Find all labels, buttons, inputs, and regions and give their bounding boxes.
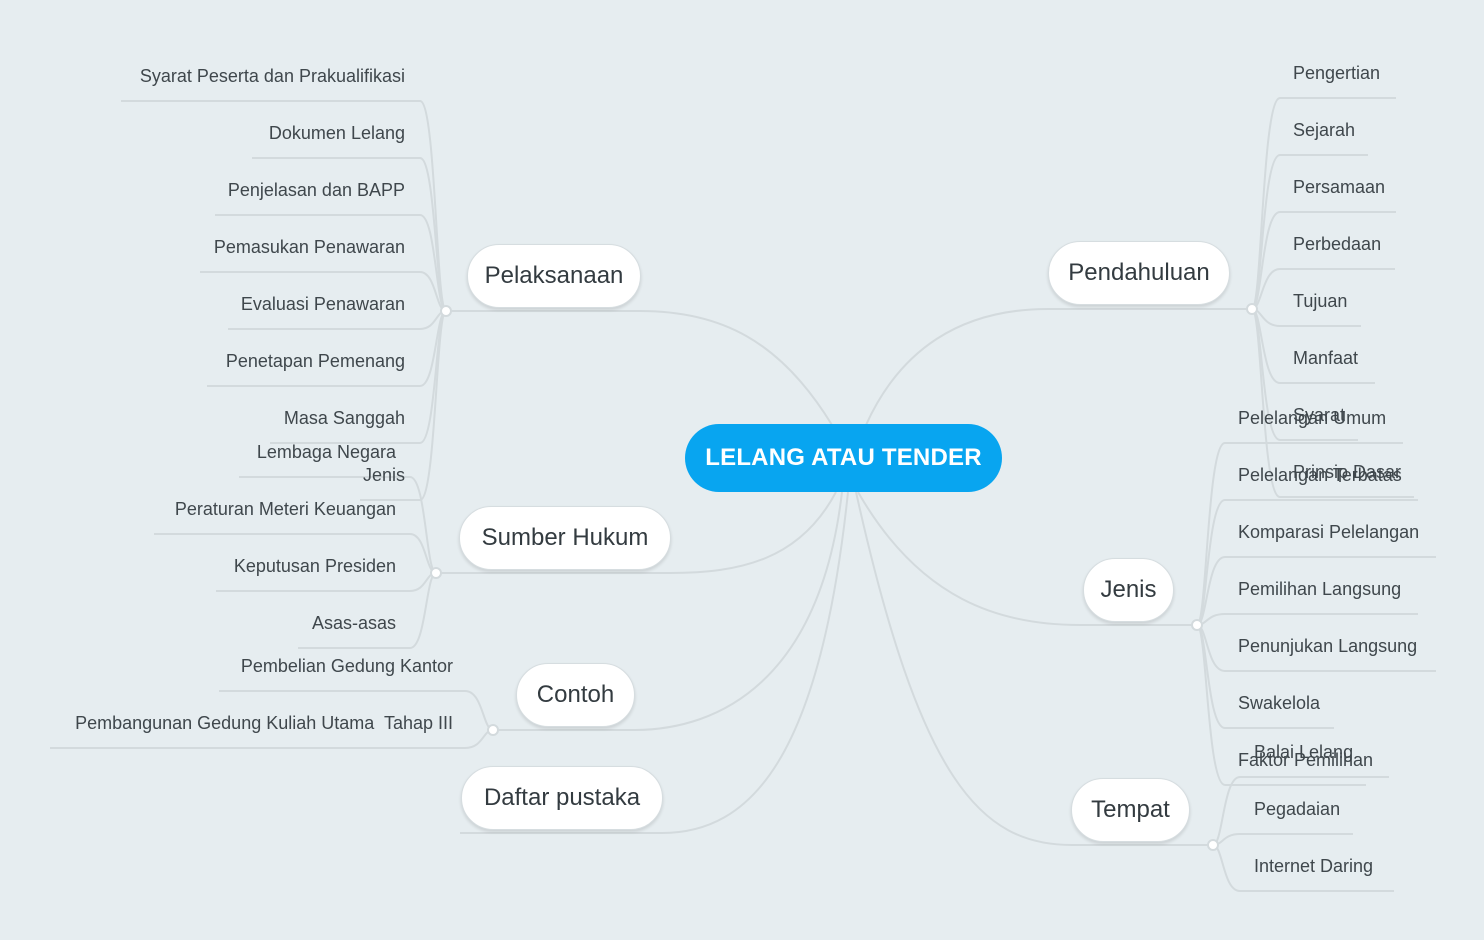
subtopic-manfaat[interactable]: Manfaat (1293, 348, 1359, 368)
junction-contoh (487, 724, 499, 736)
subtopic-pengertian[interactable]: Pengertian (1293, 63, 1381, 83)
subtopic-tujuan[interactable]: Tujuan (1293, 291, 1348, 311)
connector-pelaksanaan-child-7 (360, 310, 447, 501)
connector-daftar-pustaka (460, 491, 849, 834)
subtopic-peraturan-menteri[interactable]: Peraturan Meteri Keuangan (174, 499, 396, 519)
subtopic-internet-daring[interactable]: Internet Daring (1254, 856, 1374, 876)
subtopic-balai-lelang[interactable]: Balai Lelang (1254, 742, 1354, 762)
connector-jenis-child-3 (1196, 613, 1418, 626)
topic-jenis[interactable]: Jenis (1083, 558, 1174, 622)
subtopic-komparasi-pelelangan[interactable]: Komparasi Pelelangan (1238, 522, 1420, 542)
connector-tempat (855, 491, 1213, 846)
subtopic-penjelasan-bapp[interactable]: Penjelasan dan BAPP (227, 180, 405, 200)
connector-sumber-hukum (436, 491, 837, 574)
connector-pelaksanaan (446, 310, 833, 426)
subtopic-penunjukan-langsung[interactable]: Penunjukan Langsung (1238, 636, 1418, 656)
subtopic-pemilihan-langsung[interactable]: Pemilihan Langsung (1238, 579, 1402, 599)
subtopic-swakelola[interactable]: Swakelola (1238, 693, 1321, 713)
subtopic-pembelian-gedung[interactable]: Pembelian Gedung Kantor (240, 656, 453, 676)
subtopic-dokumen-lelang[interactable]: Dokumen Lelang (268, 123, 405, 143)
connector-contoh (493, 491, 843, 731)
subtopic-perbedaan[interactable]: Perbedaan (1293, 234, 1382, 254)
topic-pelaksanaan[interactable]: Pelaksanaan (467, 244, 641, 308)
subtopic-penetapan-pemenang[interactable]: Penetapan Pemenang (225, 351, 405, 371)
subtopic-masa-sanggah[interactable]: Masa Sanggah (283, 408, 405, 428)
junction-sumber-hukum (430, 567, 442, 579)
subtopic-jenis-pelaksanaan[interactable]: Jenis (362, 465, 405, 485)
connector-jenis (857, 491, 1197, 626)
subtopic-pegadaian[interactable]: Pegadaian (1254, 799, 1341, 819)
subtopic-prinsip-dasar[interactable]: Prinsip Dasar (1293, 462, 1402, 482)
subtopic-persamaan[interactable]: Persamaan (1293, 177, 1386, 197)
junction-pelaksanaan (440, 305, 452, 317)
topic-sumber-hukum[interactable]: Sumber Hukum (459, 506, 671, 570)
central-topic[interactable]: LELANG ATAU TENDER (685, 424, 1002, 492)
topic-tempat[interactable]: Tempat (1071, 778, 1190, 842)
connector-pendahuluan (865, 308, 1252, 426)
connector-tempat-child-1 (1212, 833, 1353, 846)
subtopic-pemasukan-penawaran[interactable]: Pemasukan Penawaran (213, 237, 405, 257)
junction-pendahuluan (1246, 303, 1258, 315)
junction-tempat (1207, 839, 1219, 851)
subtopic-asas-asas[interactable]: Asas-asas (311, 613, 396, 633)
subtopic-sejarah[interactable]: Sejarah (1293, 120, 1356, 140)
subtopic-pelelangan-umum[interactable]: Pelelangan Umum (1238, 408, 1387, 428)
subtopic-lembaga-negara[interactable]: Lembaga Negara (256, 442, 396, 462)
subtopic-syarat[interactable]: Syarat (1293, 405, 1346, 425)
topic-contoh[interactable]: Contoh (516, 663, 635, 727)
subtopic-faktor-pemilihan[interactable]: Faktor Pemilihan (1238, 750, 1374, 770)
junction-jenis (1191, 619, 1203, 631)
subtopic-pelelangan-terbatas[interactable]: Pelelangan Terbatas (1238, 465, 1402, 485)
topic-daftar-pustaka[interactable]: Daftar pustaka (461, 766, 663, 830)
topic-pendahuluan[interactable]: Pendahuluan (1048, 241, 1230, 305)
connector-pelaksanaan-child-5 (207, 310, 447, 387)
subtopic-pembangunan-gedung[interactable]: Pembangunan Gedung Kuliah Utama Tahap II… (75, 713, 453, 733)
connector-pendahuluan-child-7 (1251, 308, 1414, 498)
connector-jenis-child-1 (1196, 499, 1418, 626)
subtopic-evaluasi-penawaran[interactable]: Evaluasi Penawaran (240, 294, 405, 314)
connector-pendahuluan-child-5 (1251, 308, 1375, 384)
subtopic-syarat-peserta[interactable]: Syarat Peserta dan Prakualifikasi (139, 66, 405, 86)
connector-jenis-child-6 (1196, 624, 1366, 786)
connector-sumber-hukum-child-3 (298, 572, 437, 649)
subtopic-keputusan-presiden[interactable]: Keputusan Presiden (233, 556, 396, 576)
